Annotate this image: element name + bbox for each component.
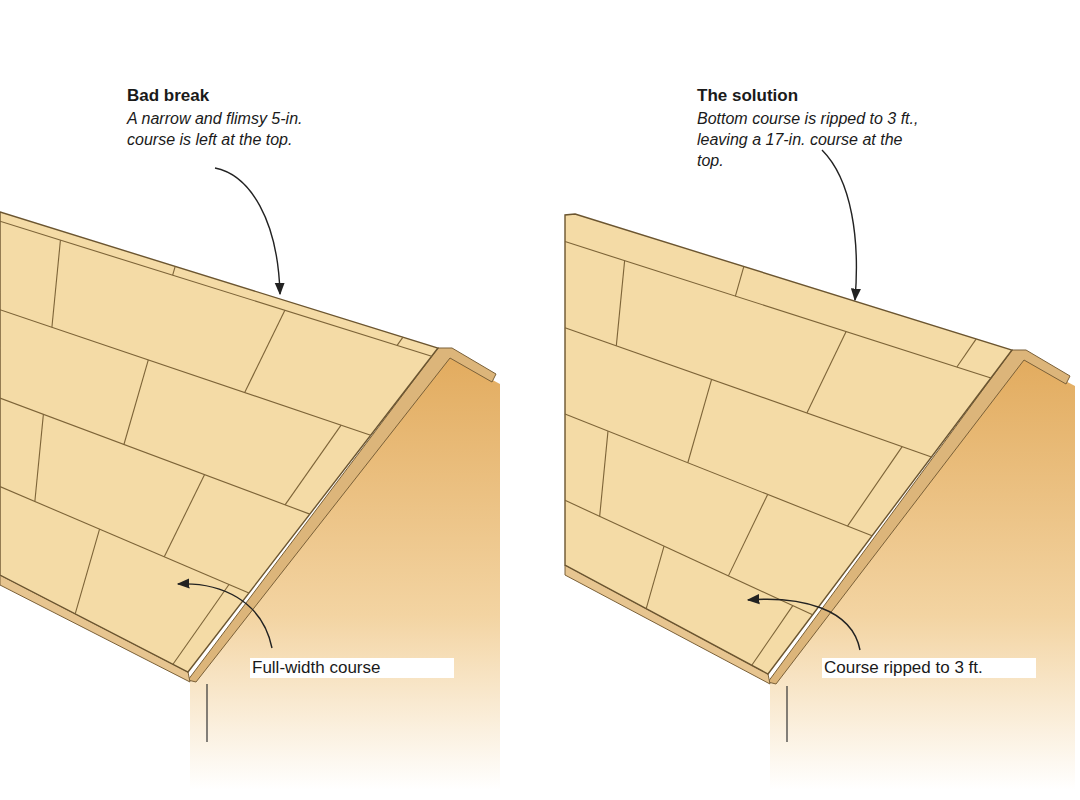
- sheathing-joint: [173, 585, 229, 665]
- sheathing-joint: [646, 546, 664, 608]
- sheathing-joint: [728, 494, 767, 575]
- sheathing-joint: [0, 310, 371, 436]
- sheathing-joint: [600, 431, 608, 516]
- leader-line: [178, 584, 272, 648]
- sheathing-joint: [752, 606, 793, 666]
- right-roof: [565, 214, 1075, 790]
- sheathing-joint: [0, 398, 310, 514]
- panel-note: A narrow and flimsy 5-in. course is left…: [127, 108, 323, 150]
- sheathing-joint: [245, 310, 285, 392]
- sheathing-joints: [565, 242, 991, 666]
- sheathing-joint: [285, 425, 341, 505]
- wall-corner: [786, 686, 787, 742]
- sheathing-joint: [565, 500, 813, 614]
- sheathing-joint: [688, 379, 712, 462]
- leader-line: [215, 168, 280, 294]
- sheathing-joint: [0, 487, 249, 594]
- sheathing-joint: [565, 414, 872, 536]
- leader-line: [748, 599, 860, 650]
- sheathing-joint: [164, 475, 204, 557]
- sheathing-joint: [397, 337, 403, 345]
- panel-heading: Bad break: [127, 86, 347, 106]
- sheathing-joint: [35, 414, 44, 501]
- panel-note: Bottom course is ripped to 3 ft., leavin…: [697, 108, 919, 171]
- sheathing-joint: [173, 266, 176, 275]
- roof-sheathing: [0, 212, 438, 672]
- left-roof: [0, 212, 500, 790]
- wall-corner: [206, 684, 207, 742]
- sheathing-joint: [616, 261, 624, 346]
- panel-heading: The solution: [697, 86, 917, 106]
- callout-label: Full-width course: [250, 658, 454, 678]
- sheathing-joint: [807, 332, 846, 413]
- sheathing-joints: [0, 221, 432, 664]
- sheathing-joint: [0, 221, 432, 356]
- callout-label: Course ripped to 3 ft.: [822, 658, 1036, 678]
- sheathing-joint: [735, 267, 743, 297]
- sheathing-joint: [75, 529, 99, 614]
- sheathing-joint: [847, 447, 902, 527]
- sheathing-joint: [124, 360, 148, 445]
- sheathing-joint: [52, 240, 61, 327]
- sheathing-joint: [957, 339, 976, 367]
- sheathing-joint: [565, 328, 931, 457]
- sheathing-joint: [565, 242, 991, 378]
- roof-sheathing: [565, 214, 1012, 674]
- leader-line: [822, 150, 856, 300]
